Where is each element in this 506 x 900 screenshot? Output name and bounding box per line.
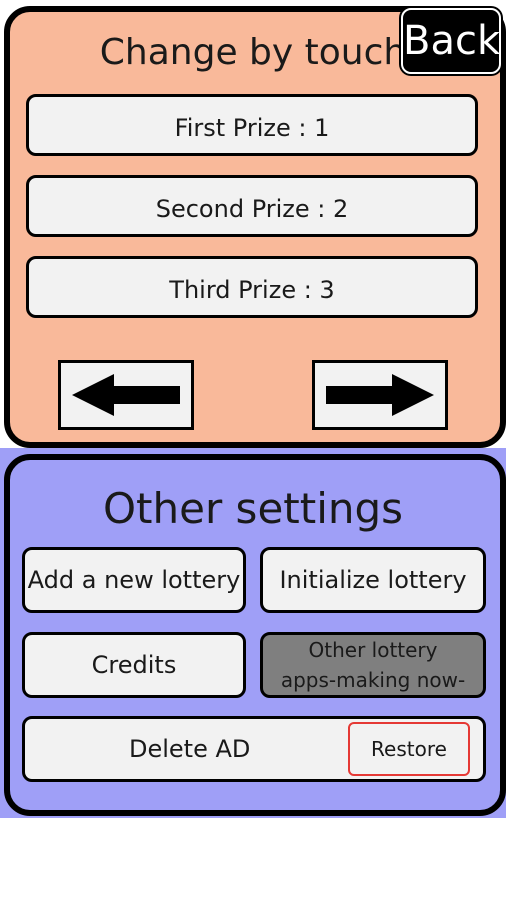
second-prize-button[interactable]: Second Prize : 2 <box>26 175 478 237</box>
other-apps-line1: Other lottery <box>308 638 438 662</box>
add-lottery-button[interactable]: Add a new lottery <box>22 547 246 613</box>
first-prize-button[interactable]: First Prize : 1 <box>26 94 478 156</box>
initialize-lottery-button[interactable]: Initialize lottery <box>260 547 486 613</box>
other-apps-line2: apps-making now- <box>280 668 466 692</box>
arrow-left-icon <box>72 374 180 416</box>
change-by-touch-title: Change by touch <box>99 32 407 73</box>
previous-button[interactable] <box>58 360 194 430</box>
credits-button[interactable]: Credits <box>22 632 246 698</box>
back-button[interactable]: Back <box>401 8 501 74</box>
arrow-right-icon <box>326 374 434 416</box>
other-apps-button[interactable]: Other lottery apps-making now- <box>260 632 486 698</box>
next-button[interactable] <box>312 360 448 430</box>
restore-button[interactable]: Restore <box>348 722 470 776</box>
third-prize-button[interactable]: Third Prize : 3 <box>26 256 478 318</box>
delete-ad-label: Delete AD <box>129 735 251 763</box>
other-settings-title: Other settings <box>102 484 404 533</box>
